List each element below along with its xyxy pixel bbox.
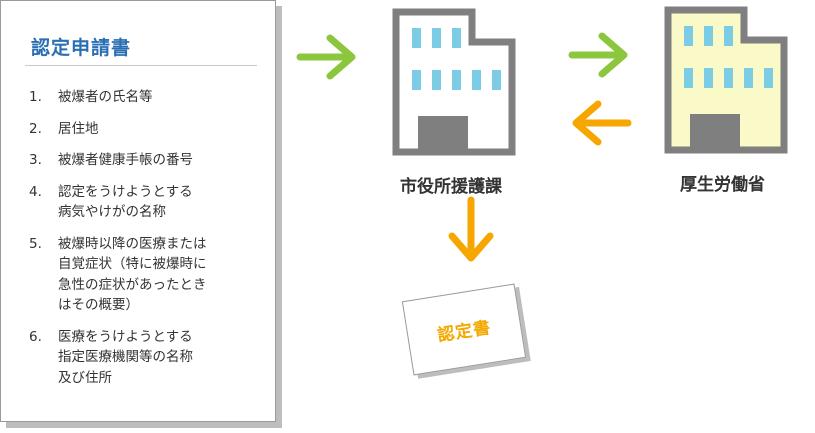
list-item: 1.被爆者の氏名等 bbox=[29, 89, 153, 105]
list-item: 3.被爆者健康手帳の番号 bbox=[29, 152, 193, 168]
right-arrow-icon bbox=[296, 34, 356, 80]
ministry-label: 厚生労働省 bbox=[680, 175, 765, 195]
list-item: 2.居住地 bbox=[29, 120, 99, 137]
city-office-building-icon bbox=[392, 8, 516, 156]
application-card-body: 認定申請書 1.被爆者の氏名等 2.居住地 3.被爆者健康手帳の番号 4.認定を… bbox=[0, 0, 276, 422]
down-arrow-icon bbox=[448, 196, 494, 262]
city-office-label: 市役所援護課 bbox=[400, 177, 502, 197]
certificate-card: 認定書 bbox=[401, 283, 527, 376]
list-item: 4.認定をうけようとする 病気やけがの名称 bbox=[29, 183, 193, 221]
right-arrow-icon bbox=[568, 32, 628, 78]
ministry-building-icon bbox=[664, 6, 788, 154]
application-title: 認定申請書 bbox=[31, 37, 132, 59]
title-divider bbox=[25, 65, 257, 66]
list-item: 5.被爆時以降の医療または 自覚症状（特に被爆時に 急性の症状があったとき はそ… bbox=[29, 235, 207, 314]
left-arrow-icon bbox=[572, 100, 632, 146]
application-items: 1.被爆者の氏名等 2.居住地 3.被爆者健康手帳の番号 4.認定をうけようとす… bbox=[29, 87, 269, 399]
certificate-label: 認定書 bbox=[436, 317, 493, 347]
list-item: 6.医療をうけようとする 指定医療機関等の名称 及び住所 bbox=[29, 328, 193, 386]
